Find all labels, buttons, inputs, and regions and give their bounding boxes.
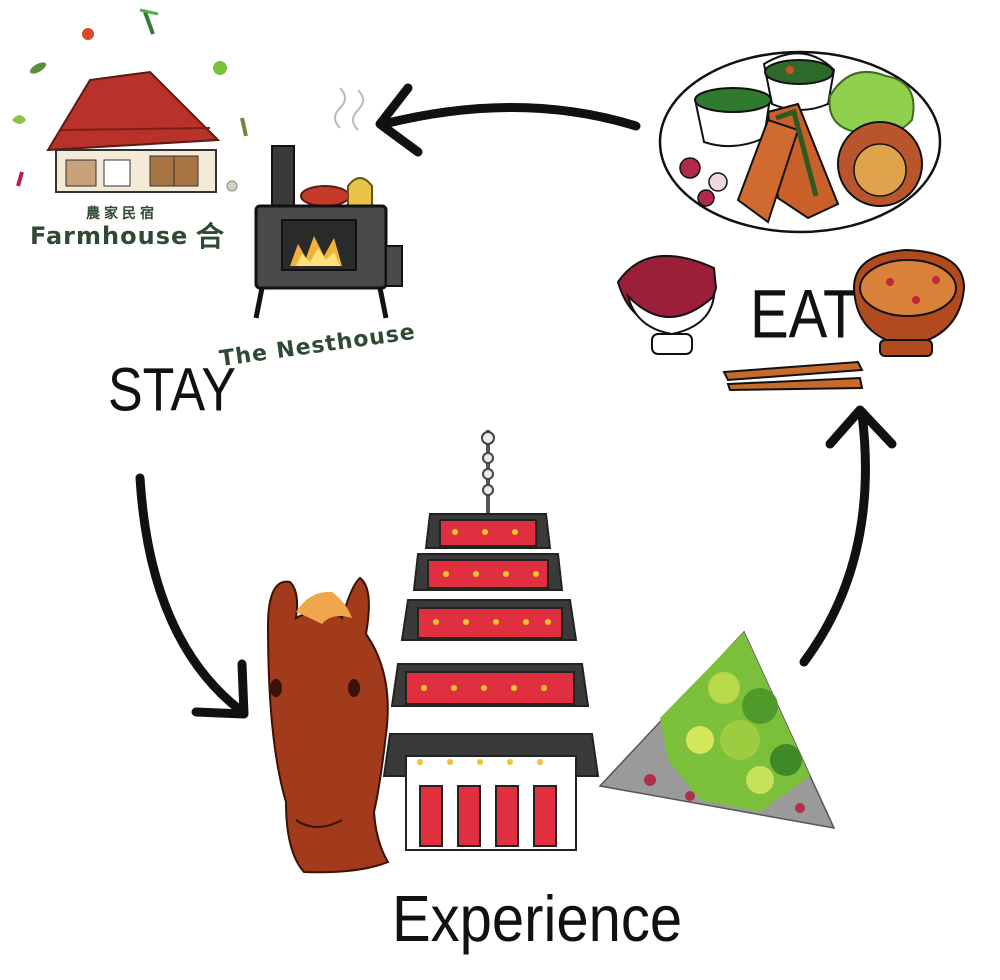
farmhouse-subtitle-jp: 農家民宿 [86, 205, 158, 222]
farmhouse-glyph: 合 [196, 220, 225, 253]
mountain-illustration [598, 630, 836, 829]
farmhouse-logo: 農家民宿 Farmhouse 合 [12, 8, 248, 253]
eat-label: EAT [750, 277, 858, 353]
arrow-stay-to-experience [135, 473, 249, 719]
rice-bowl-illustration [616, 254, 718, 355]
farmhouse-illustration [46, 70, 221, 193]
horse-illustration [266, 576, 390, 874]
experience-label: Experience [392, 883, 682, 956]
arrow-experience-to-eat [799, 405, 897, 667]
stay-label: STAY [108, 357, 236, 425]
vegetable-icon [12, 8, 248, 192]
arrow-eat-to-stay [375, 83, 641, 157]
miso-soup-illustration [852, 248, 966, 357]
farmhouse-name: Farmhouse [30, 222, 188, 250]
nesthouse-name: The Nesthouse [218, 320, 417, 372]
food-plate-illustration [658, 50, 942, 234]
chopsticks-icon [722, 360, 864, 392]
wood-stove-icon [253, 87, 403, 319]
pagoda-illustration [382, 430, 600, 851]
